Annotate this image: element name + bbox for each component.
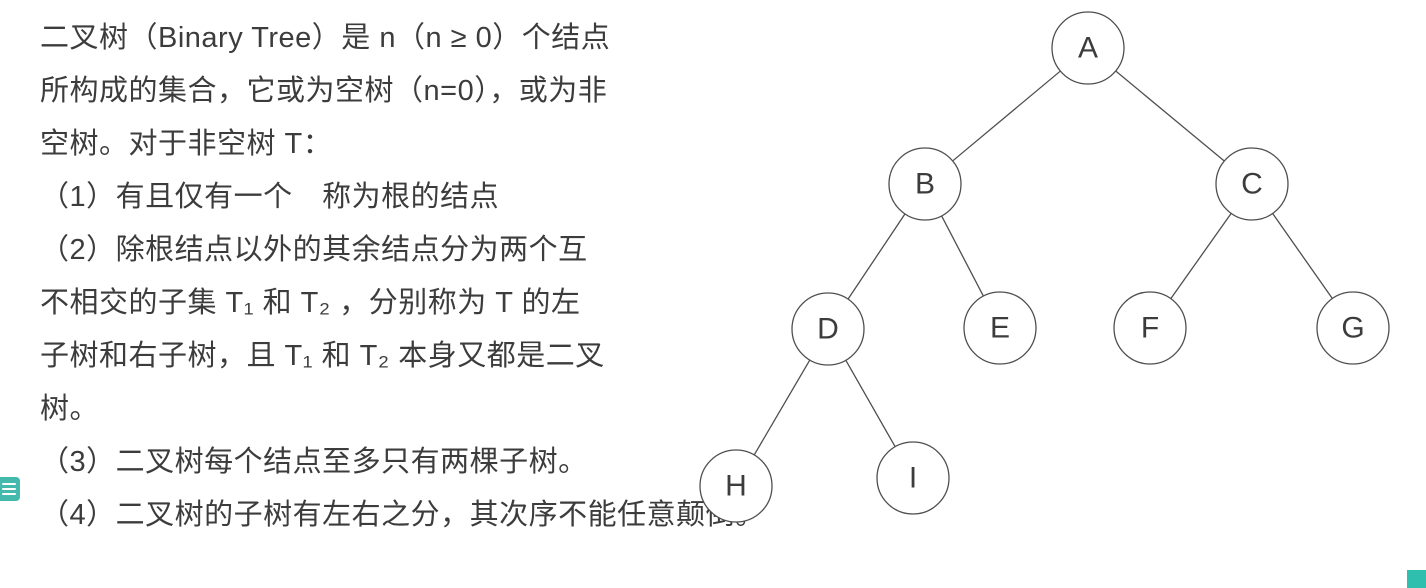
definition-line: 子树和右子树，且 T₁ 和 T₂ 本身又都是二叉	[40, 340, 605, 372]
definition-line: （3）二叉树每个结点至多只有两棵子树。	[40, 446, 588, 478]
definition-line: 所构成的集合，它或为空树（n=0），或为非	[40, 75, 608, 107]
list-icon-bar	[2, 488, 16, 490]
tree-node-circle	[888, 147, 962, 221]
tree-edge-D-I	[845, 359, 896, 448]
tree-node-label: H	[725, 470, 747, 503]
definition-text: 二叉树（Binary Tree）是 n（n ≥ 0）个结点 所构成的集合，它或为…	[40, 12, 840, 542]
tree-node-C: C	[1215, 147, 1289, 221]
tree-edge-A-C	[1115, 70, 1225, 162]
tree-node-label: G	[1341, 312, 1364, 345]
tree-edge-C-F	[1170, 213, 1232, 299]
tree-node-circle	[1113, 291, 1187, 365]
tree-edge-A-B	[952, 70, 1061, 162]
definition-line: 树。	[40, 393, 100, 425]
tree-edge-B-D	[847, 213, 906, 300]
tree-node-label: D	[817, 313, 839, 346]
tree-node-label: A	[1078, 32, 1098, 65]
list-icon[interactable]	[0, 477, 20, 501]
definition-line: 不相交的子集 T₁ 和 T₂ ，分别称为 T 的左	[40, 287, 581, 319]
tree-node-A: A	[1051, 11, 1125, 85]
tree-edge-B-E	[941, 215, 984, 297]
tree-node-circle	[791, 292, 865, 366]
tree-node-label: I	[909, 462, 917, 495]
tree-node-H: H	[699, 449, 773, 523]
list-icon-bar	[2, 493, 16, 495]
tree-node-I: I	[876, 441, 950, 515]
definition-line: （1）有且仅有一个 称为根的结点	[40, 181, 500, 213]
tree-node-label: E	[990, 312, 1010, 345]
tree-node-F: F	[1113, 291, 1187, 365]
tree-node-circle	[876, 441, 950, 515]
definition-line: 二叉树（Binary Tree）是 n（n ≥ 0）个结点	[40, 22, 611, 54]
tree-node-label: B	[915, 168, 935, 201]
tree-node-circle	[699, 449, 773, 523]
tree-node-E: E	[963, 291, 1037, 365]
tree-node-label: F	[1141, 312, 1159, 345]
tree-node-circle	[1316, 291, 1390, 365]
corner-accent-square	[1407, 570, 1426, 588]
tree-node-circle	[963, 291, 1037, 365]
tree-node-label: C	[1241, 168, 1263, 201]
tree-node-D: D	[791, 292, 865, 366]
list-icon-bar	[2, 483, 16, 485]
tree-node-circle	[1051, 11, 1125, 85]
definition-line: （2）除根结点以外的其余结点分为两个互	[40, 234, 588, 266]
definition-line: （4）二叉树的子树有左右之分，其次序不能任意颠倒。	[40, 499, 765, 531]
tree-edge-D-H	[753, 359, 811, 456]
definition-line: 空树。对于非空树 T：	[40, 128, 333, 160]
tree-node-B: B	[888, 147, 962, 221]
tree-node-circle	[1215, 147, 1289, 221]
tree-edge-C-G	[1272, 213, 1333, 299]
tree-node-G: G	[1316, 291, 1390, 365]
